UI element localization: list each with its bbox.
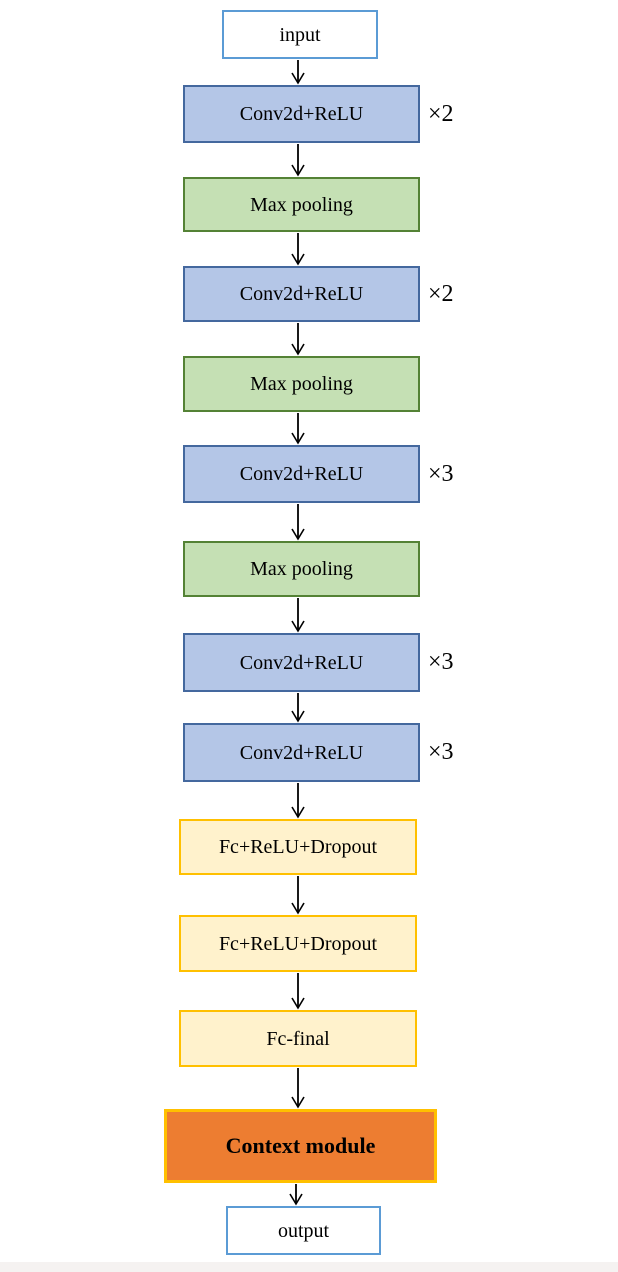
node-context-module: Context module bbox=[164, 1109, 437, 1183]
node-fc-relu-dropout-2: Fc+ReLU+Dropout bbox=[179, 915, 417, 972]
node-max-pooling-1: Max pooling bbox=[183, 177, 420, 232]
node-conv2d-relu-5: Conv2d+ReLU bbox=[183, 723, 420, 782]
node-conv2d-relu-1: Conv2d+ReLU bbox=[183, 85, 420, 143]
node-max-pooling-3: Max pooling bbox=[183, 541, 420, 597]
multiplier-label-conv2: ×2 bbox=[428, 281, 454, 307]
node-conv2d-relu-4: Conv2d+ReLU bbox=[183, 633, 420, 692]
node-fc-final: Fc-final bbox=[179, 1010, 417, 1067]
multiplier-label-conv1: ×2 bbox=[428, 101, 454, 127]
node-max-pooling-2: Max pooling bbox=[183, 356, 420, 412]
multiplier-label-conv3: ×3 bbox=[428, 461, 454, 487]
page-footer-strip bbox=[0, 1262, 618, 1272]
multiplier-label-conv4: ×3 bbox=[428, 649, 454, 675]
node-input: input bbox=[222, 10, 378, 59]
node-fc-relu-dropout-1: Fc+ReLU+Dropout bbox=[179, 819, 417, 875]
multiplier-label-conv5: ×3 bbox=[428, 739, 454, 765]
node-output: output bbox=[226, 1206, 381, 1255]
node-conv2d-relu-2: Conv2d+ReLU bbox=[183, 266, 420, 322]
node-conv2d-relu-3: Conv2d+ReLU bbox=[183, 445, 420, 503]
